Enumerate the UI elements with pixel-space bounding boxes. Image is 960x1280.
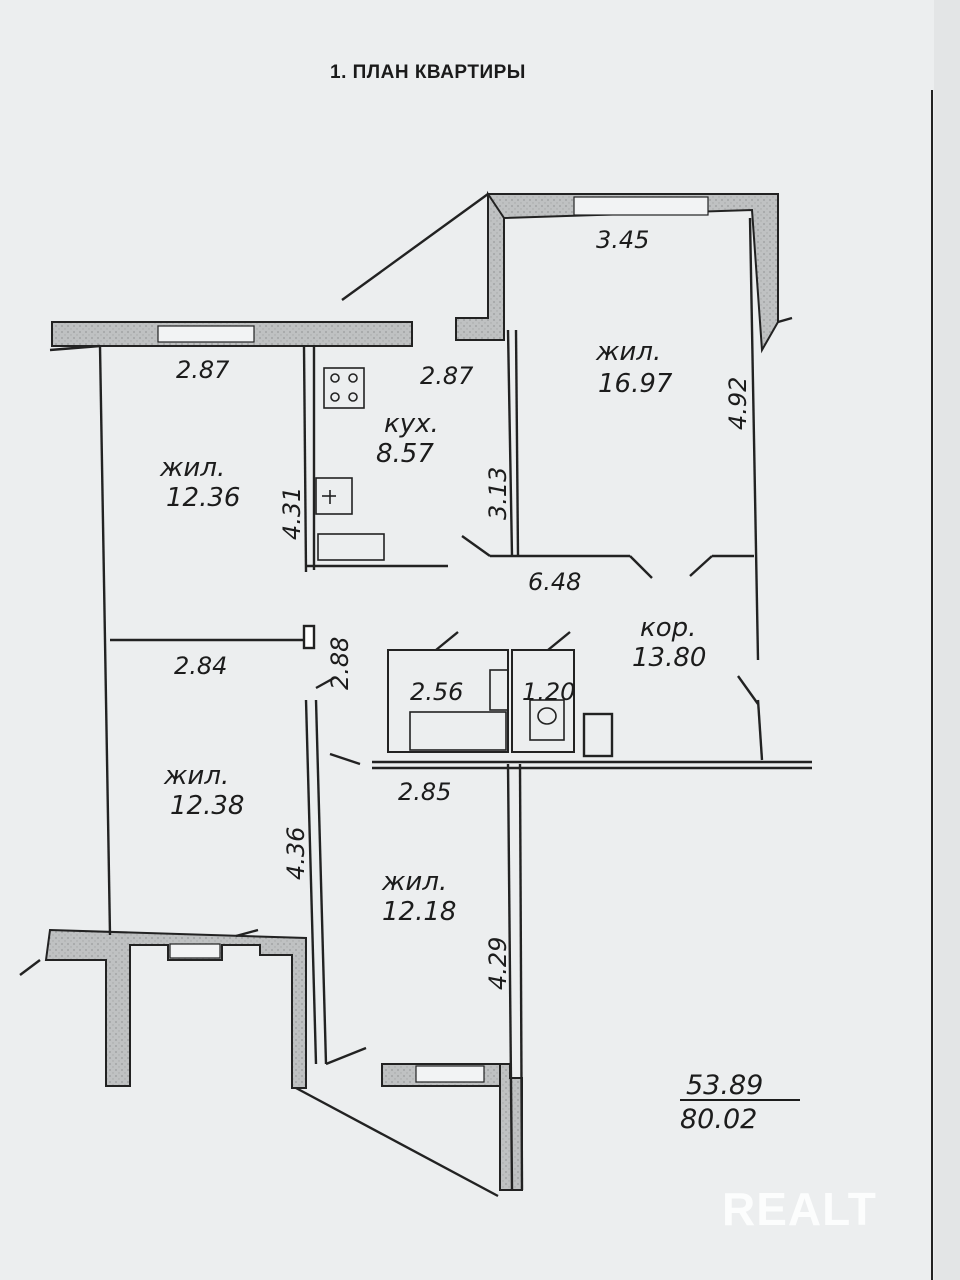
room-labels: жил. 16.97 кух. 8.57 жил. 12.36 кор. 13.… [159,337,706,927]
room-area-living-sw: 12.38 [170,791,244,821]
sink-icon [315,477,353,515]
window-nw [157,325,255,343]
dim-passage: 2.88 [326,637,354,690]
total-area: 80.02 [680,1104,757,1135]
dim-corridor-top: 6.48 [528,568,581,596]
dim-wc: 1.20 [522,678,575,706]
window-sw [169,943,221,959]
bathroom-fixtures [409,669,565,751]
window-ne [573,196,709,216]
room-label-living-sw: жил. [163,761,229,791]
windows [157,196,709,1083]
room-area-living-s: 12.18 [382,897,456,927]
room-label-living-s: жил. [381,867,447,897]
bathtub-icon [409,711,507,751]
room-label-living-ne: жил. [595,337,661,367]
counter-icon [317,533,385,561]
dim-kitchen-top: 2.87 [420,362,474,390]
window-s [415,1065,485,1083]
interior-walls [19,193,812,1198]
washbasin-icon [489,669,509,711]
room-label-living-nw: жил. [159,453,225,483]
dim-sw-right: 4.36 [282,827,310,880]
dim-ne-top: 3.45 [596,226,649,254]
dim-nw-bottom: 2.84 [174,652,227,680]
dim-nw-top: 2.87 [176,356,230,384]
dim-nw-right: 4.31 [278,487,306,540]
stove-icon [323,367,365,409]
dim-s-top: 2.85 [398,778,451,806]
realt-watermark: REALT [722,1183,877,1235]
room-area-corridor: 13.80 [632,643,706,673]
kitchen-fixtures [315,367,385,561]
dim-s-right: 4.29 [484,937,512,990]
toilet-icon [529,699,565,741]
dim-kitchen-right: 3.13 [484,467,512,520]
room-label-corridor: кор. [640,613,696,643]
room-area-living-nw: 12.36 [166,483,240,513]
area-totals: 53.89 80.02 [680,1070,800,1135]
wall-kitchen-corner [455,190,505,341]
dim-ne-right: 4.92 [724,377,752,430]
wc-walls [511,649,575,753]
page-stack [934,0,960,1280]
room-label-kitchen: кух. [384,409,439,439]
room-area-living-ne: 16.97 [598,369,673,399]
room-area-kitchen: 8.57 [376,439,434,469]
plan-title: 1. ПЛАН КВАРТИРЫ [330,62,526,83]
dim-bath: 2.56 [410,678,463,706]
dimension-labels: 3.45 4.92 2.87 2.87 3.13 4.31 6.48 2.84 … [174,226,752,990]
total-living-area: 53.89 [686,1070,763,1101]
